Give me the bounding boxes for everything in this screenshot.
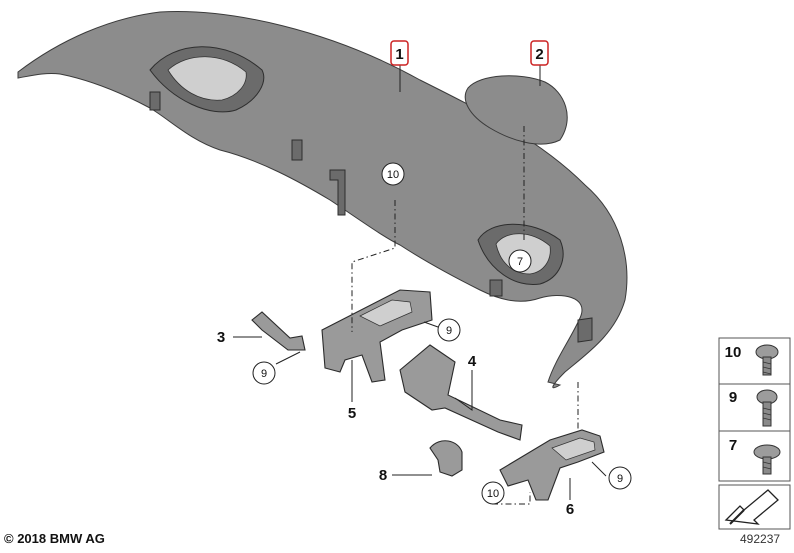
legend-item-9-label: 9 bbox=[729, 389, 737, 406]
assembly-lines bbox=[351, 126, 579, 505]
torx-screw-icon bbox=[755, 344, 779, 376]
bracket-part-4 bbox=[399, 344, 523, 441]
copyright-notice: © 2018 BMW AG bbox=[4, 531, 105, 546]
bracket-part-5 bbox=[321, 289, 433, 383]
callout-9-lower-label: 9 bbox=[617, 473, 623, 485]
legend-item-7-label: 7 bbox=[729, 437, 737, 454]
callout-5[interactable]: 5 bbox=[348, 405, 356, 422]
callout-9-left[interactable]: 9 bbox=[252, 361, 276, 385]
callout-1-label: 1 bbox=[395, 46, 403, 63]
callout-4[interactable]: 4 bbox=[468, 353, 477, 370]
callout-9-right-bracket[interactable]: 9 bbox=[437, 318, 461, 342]
legend-item-10[interactable]: 10 bbox=[725, 344, 779, 376]
callout-7-label: 7 bbox=[517, 256, 523, 268]
callout-10-upper[interactable]: 10 bbox=[381, 162, 405, 186]
orientation-arrow-icon bbox=[718, 484, 791, 530]
callout-8[interactable]: 8 bbox=[379, 467, 387, 484]
document-number: 492237 bbox=[740, 532, 781, 546]
torx-screw-icon bbox=[756, 389, 778, 427]
callout-6[interactable]: 6 bbox=[566, 501, 574, 518]
callout-7[interactable]: 7 bbox=[508, 249, 532, 273]
bracket-part-6 bbox=[499, 429, 605, 501]
callout-9-lower[interactable]: 9 bbox=[608, 466, 632, 490]
bracket-part-3 bbox=[251, 311, 306, 351]
clip-part-8 bbox=[429, 440, 463, 477]
cover-cap-part bbox=[464, 75, 568, 145]
screw-legend: 10 9 7 bbox=[718, 337, 791, 530]
rear-panel-part bbox=[17, 11, 628, 389]
callout-9-left-label: 9 bbox=[261, 368, 267, 380]
callout-9-right-bracket-label: 9 bbox=[446, 325, 452, 337]
callout-10-upper-label: 10 bbox=[387, 169, 399, 181]
callout-1[interactable]: 1 bbox=[390, 40, 409, 66]
legend-item-10-label: 10 bbox=[725, 344, 742, 361]
callout-3[interactable]: 3 bbox=[217, 329, 225, 346]
callout-10-lower-label: 10 bbox=[487, 488, 499, 500]
callout-2[interactable]: 2 bbox=[530, 40, 549, 66]
callout-2-label: 2 bbox=[535, 46, 543, 63]
leader-lines bbox=[233, 64, 607, 500]
callout-10-lower[interactable]: 10 bbox=[481, 481, 505, 505]
legend-item-9[interactable]: 9 bbox=[729, 389, 778, 427]
legend-item-7[interactable]: 7 bbox=[729, 437, 781, 475]
torx-screw-icon bbox=[753, 444, 781, 475]
